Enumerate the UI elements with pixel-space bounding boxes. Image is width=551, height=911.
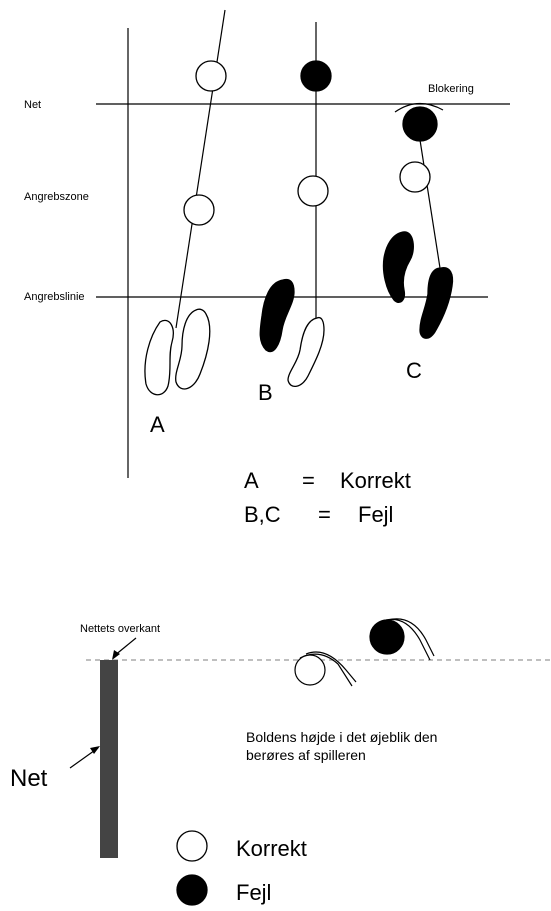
hand-icon [299,653,353,687]
player-label-a: A [150,412,165,437]
trajectory-c [419,139,441,269]
caption-line-1: Boldens højde i det øjeblik den [246,729,437,745]
legend-fault-icon [176,874,208,906]
footprint-filled-icon [259,278,295,353]
legend-verdict-a: Korrekt [340,468,411,493]
ball-fault-icon [402,106,438,142]
legend-eq-bc: = [318,502,331,527]
hand-icon [379,618,431,661]
balls-top [183,60,438,226]
ball-correct-icon [195,60,227,92]
arrow-head-icon [112,650,120,660]
caption-line-2: berøres af spilleren [246,747,366,763]
attack-zone-label: Angrebszone [24,191,89,203]
hand-icon [387,618,435,657]
hand-icon [305,651,357,683]
footprint-outline-icon [175,308,211,390]
legend-who-bc: B,C [244,502,281,527]
ball-fault-icon [300,60,332,92]
footprint-filled-icon [382,231,414,304]
ball-correct-icon [183,194,215,226]
net-label-bottom: Net [10,765,48,792]
player-label-b: B [258,380,273,405]
trajectory-a [175,9,226,329]
net-top-label: Nettets overkant [80,623,160,635]
footprints [144,231,454,396]
player-label-c: C [406,358,422,383]
legend-eq-a: = [302,468,315,493]
net-post [100,660,118,858]
attack-line-label: Angrebslinie [24,291,85,303]
block-arc-icon [394,102,444,113]
legend-who-a: A [244,468,259,493]
ball-fault-icon [369,619,405,655]
footprint-outline-icon [287,316,325,387]
ball-correct-icon [399,161,431,193]
block-label: Blokering [428,83,474,95]
footprint-outline-icon [144,319,174,396]
legend-fault-label: Fejl [236,880,271,905]
touch-examples [294,618,435,687]
ball-correct-icon [297,175,329,207]
legend-correct-label: Korrekt [236,836,307,861]
net-label: Net [24,99,41,111]
footprint-filled-icon [419,267,454,339]
legend-correct-icon [176,830,208,862]
ball-correct-icon [294,654,326,686]
arrow-head-icon [90,746,100,754]
legend-verdict-bc: Fejl [358,502,393,527]
